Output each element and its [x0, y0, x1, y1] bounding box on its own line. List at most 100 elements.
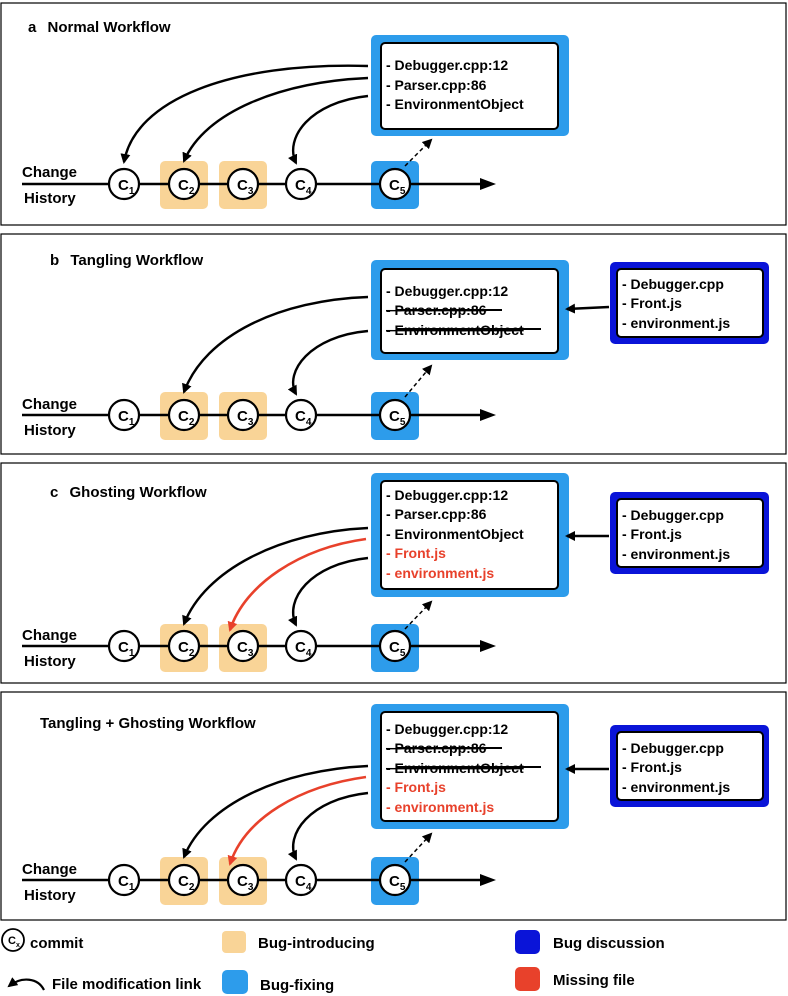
fix-file-line: - Debugger.cpp:12 — [386, 487, 508, 503]
legend-missing-file-label: Missing file — [553, 972, 635, 989]
commit-c3[interactable]: C3 — [226, 167, 260, 201]
panel-letter: b — [50, 252, 59, 269]
panel-title: Tangling Workflow — [70, 252, 203, 269]
commit-c5[interactable]: C5 — [378, 398, 412, 432]
panel-letter: c — [50, 484, 58, 501]
legend-file-link-arrow — [7, 977, 45, 991]
commit-c2[interactable]: C2 — [167, 629, 201, 663]
legend-missing-file-swatch — [515, 967, 540, 991]
history-label: Change — [22, 627, 77, 644]
missing-file-line: - environment.js — [386, 799, 494, 815]
legend-commit-label: commit — [30, 935, 83, 952]
svg-text:c Ghosting Workflow: c Ghosting Workflow — [50, 484, 207, 501]
discussion-file-line: - Front.js — [622, 526, 682, 542]
discussion-file-line: - environment.js — [622, 779, 730, 795]
commit-c2[interactable]: C2 — [167, 863, 201, 897]
history-label: Change — [22, 396, 77, 413]
commit-c4[interactable]: C4 — [284, 398, 318, 432]
commit-c4[interactable]: C4 — [284, 167, 318, 201]
history-arrow-head — [480, 178, 496, 190]
history-label: Change — [22, 861, 77, 878]
history-arrow-head — [480, 874, 496, 886]
fix-reference-link — [404, 600, 433, 630]
legend-bug-introducing-label: Bug-introducing — [258, 935, 375, 952]
file-modification-link — [182, 526, 369, 626]
commit-c2[interactable]: C2 — [167, 167, 201, 201]
history-label: History — [24, 422, 76, 439]
fix-file-line: - EnvironmentObject — [386, 526, 524, 542]
history-label: History — [24, 190, 76, 207]
commit-c5[interactable]: C5 — [378, 629, 412, 663]
panel-ghosting-workflow: c Ghosting Workflow - Debugger.cpp:12 - … — [0, 462, 787, 684]
commit-c4[interactable]: C4 — [284, 863, 318, 897]
missing-file-line: - environment.js — [386, 565, 494, 581]
panel-title: Tangling + Ghosting Workflow — [40, 715, 256, 732]
fix-file-line: - Debugger.cpp:12 — [386, 283, 508, 299]
commit-c3[interactable]: C3 — [226, 863, 260, 897]
fix-reference-link — [404, 832, 433, 863]
commit-c4[interactable]: C4 — [284, 629, 318, 663]
commit-c3[interactable]: C3 — [226, 629, 260, 663]
history-arrow-head — [480, 409, 496, 421]
commit-c1[interactable]: C1 — [107, 629, 141, 663]
commit-c3[interactable]: C3 — [226, 398, 260, 432]
legend-bug-fixing-label: Bug-fixing — [260, 977, 334, 994]
missing-file-link — [227, 775, 367, 866]
history-arrow-head — [480, 640, 496, 652]
discussion-file-box — [616, 268, 764, 338]
file-modification-link — [120, 64, 369, 164]
discussion-file-box — [616, 731, 764, 801]
history-label: Change — [22, 164, 77, 181]
file-modification-link — [287, 329, 369, 396]
panel-tangling-ghosting-workflow: Tangling + Ghosting Workflow - Debugger.… — [0, 691, 787, 921]
file-modification-link — [287, 791, 369, 861]
discussion-file-line: - environment.js — [622, 546, 730, 562]
panel-title: Normal Workflow — [48, 19, 171, 36]
fix-file-line: - EnvironmentObject — [386, 96, 524, 112]
discussion-file-line: - Debugger.cpp — [622, 507, 724, 523]
panel-tangling-workflow: b Tangling Workflow - Debugger.cpp:12 - … — [0, 233, 787, 455]
legend-bug-introducing-swatch — [222, 931, 246, 953]
panel-letter: a — [28, 19, 37, 36]
commit-c5[interactable]: C5 — [378, 167, 412, 201]
legend-bug-discussion-swatch — [515, 930, 540, 954]
file-modification-link — [288, 556, 369, 627]
legend-commit-symbol: Cx — [1, 928, 25, 952]
file-modification-link — [182, 76, 369, 163]
commit-c1[interactable]: C1 — [107, 863, 141, 897]
panel-title: Ghosting Workflow — [70, 484, 208, 501]
panel-normal-workflow: a Normal Workflow - Debugger.cpp:12 - Pa… — [0, 2, 787, 226]
missing-file-line: - Front.js — [386, 545, 446, 561]
svg-text:Cx: Cx — [8, 935, 20, 949]
file-modification-link — [182, 764, 369, 859]
commit-c1[interactable]: C1 — [107, 398, 141, 432]
missing-file-link — [227, 537, 367, 632]
discussion-file-line: - Debugger.cpp — [622, 740, 724, 756]
fix-file-line: - Debugger.cpp:12 — [386, 57, 508, 73]
file-modification-link — [182, 295, 369, 394]
discussion-file-line: - Front.js — [622, 759, 682, 775]
legend: Cx commit Bug-introducing Bug discussion… — [1, 928, 665, 994]
commit-c1[interactable]: C1 — [107, 167, 141, 201]
svg-text:a Normal Workflow: a Normal Workflow — [28, 19, 171, 36]
discussion-file-box — [616, 498, 764, 568]
file-modification-link — [288, 94, 369, 165]
fix-file-box — [380, 480, 559, 590]
discussion-link — [565, 303, 610, 314]
fix-file-line: - Parser.cpp:86 — [386, 506, 487, 522]
fix-file-line: - Parser.cpp:86 — [386, 77, 487, 93]
commit-c5[interactable]: C5 — [378, 863, 412, 897]
history-label: History — [24, 653, 76, 670]
commit-c2[interactable]: C2 — [167, 398, 201, 432]
discussion-file-line: - Debugger.cpp — [622, 276, 724, 292]
history-label: History — [24, 887, 76, 904]
fix-reference-link — [404, 138, 433, 167]
fix-file-box — [380, 42, 559, 130]
discussion-file-line: - environment.js — [622, 315, 730, 331]
svg-text:b Tangling Workflow: b Tangling Workflow — [50, 252, 203, 269]
legend-bug-fixing-swatch — [222, 970, 248, 994]
legend-bug-discussion-label: Bug discussion — [553, 935, 665, 952]
discussion-file-line: - Front.js — [622, 295, 682, 311]
missing-file-line: - Front.js — [386, 779, 446, 795]
